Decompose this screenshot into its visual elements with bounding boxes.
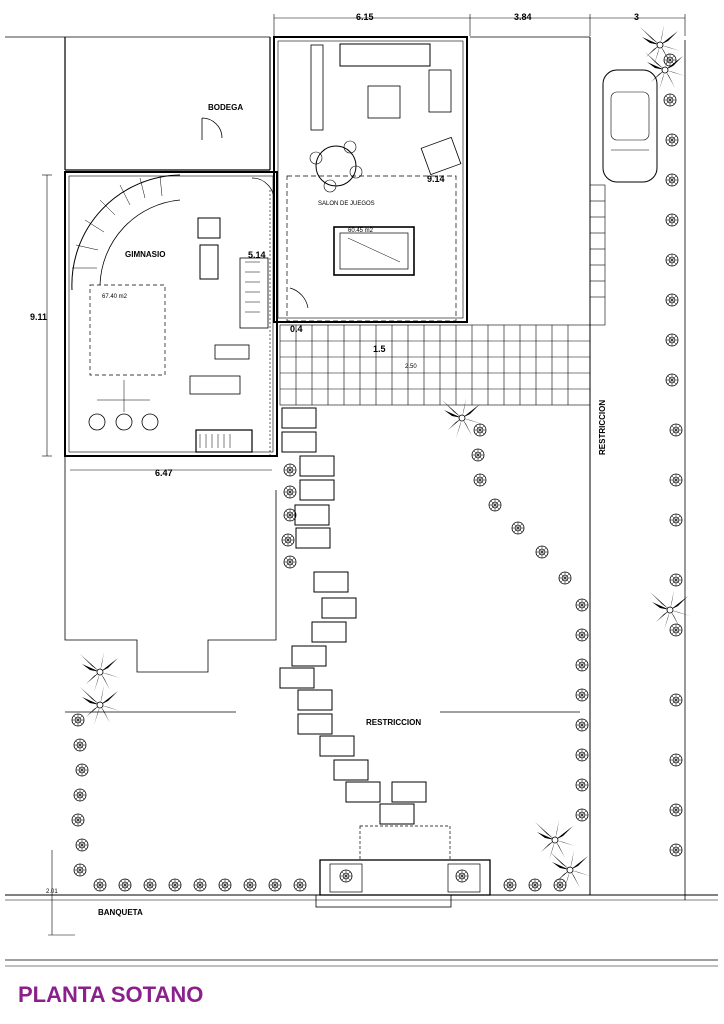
salon-label: SALON DE JUEGOS [318,201,375,207]
lower-lawn [64,456,580,713]
stepping-stones [279,407,427,825]
gimnasio-label: GIMNASIO [125,250,165,259]
terrace-dimension-b: 1.5 [373,344,386,354]
restriccion-center-label: RESTRICCION [366,718,421,727]
top-dimension-3: 3 [634,12,639,22]
left-dimension: 9.11 [30,312,47,322]
shrub-border-left [71,463,307,892]
juegos-side-dimension: 9.14 [427,174,445,184]
terrace-tiles [279,184,606,406]
palm-trees [79,24,691,891]
entrance [315,825,491,908]
banqueta-label: BANQUETA [98,908,143,917]
gym-room [64,171,278,457]
front-dimension: 2.01 [46,889,58,895]
gym-area-label: 67.40 m2 [102,294,128,300]
car [602,69,658,183]
plan-title: PLANTA SOTANO [18,982,204,1007]
top-dimension-2: 3.84 [514,12,532,22]
gym-bottom-dimension: 6.47 [155,468,173,478]
terrace-dimension-c: 2.50 [405,364,417,370]
bodega-room [64,37,271,171]
gym-inner-dimension: 5.14 [248,250,266,260]
front-dimension-line [48,850,75,936]
salon-juegos-room [273,36,468,323]
salon-area-label: 60.45 m2 [348,228,374,234]
bodega-label: BODEGA [208,103,243,112]
restriccion-right-label: RESTRICCION [598,400,607,455]
gym-dimensions [42,174,272,471]
top-dimension-1: 6.15 [356,12,374,22]
terrace-dimension-a: 0.4 [290,324,303,334]
shrub-border-right [339,53,683,892]
top-dimensions [273,14,686,36]
